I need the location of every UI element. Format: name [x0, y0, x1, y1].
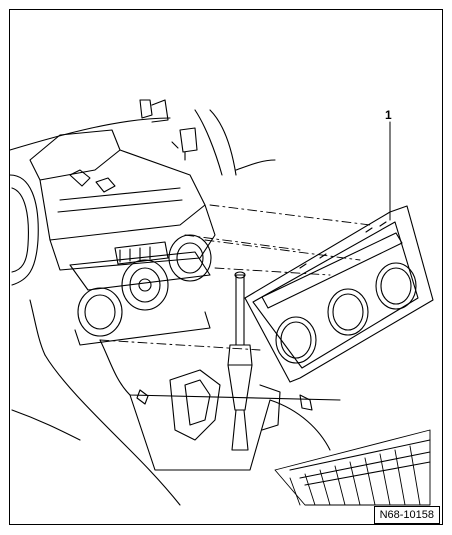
lower-center-console [44, 339, 431, 506]
radio-housing [29, 99, 216, 271]
gear-shift-lever [227, 271, 253, 451]
installation-guide-lines [99, 204, 371, 351]
callout-label-1: 1 [385, 108, 392, 122]
storage-tray-grille [274, 429, 431, 506]
reference-code: N68-10158 [373, 506, 440, 524]
installed-knobs [69, 234, 212, 346]
climate-control-panel [244, 205, 434, 383]
dashboard-outline [9, 109, 276, 441]
figure-frame [9, 9, 443, 525]
